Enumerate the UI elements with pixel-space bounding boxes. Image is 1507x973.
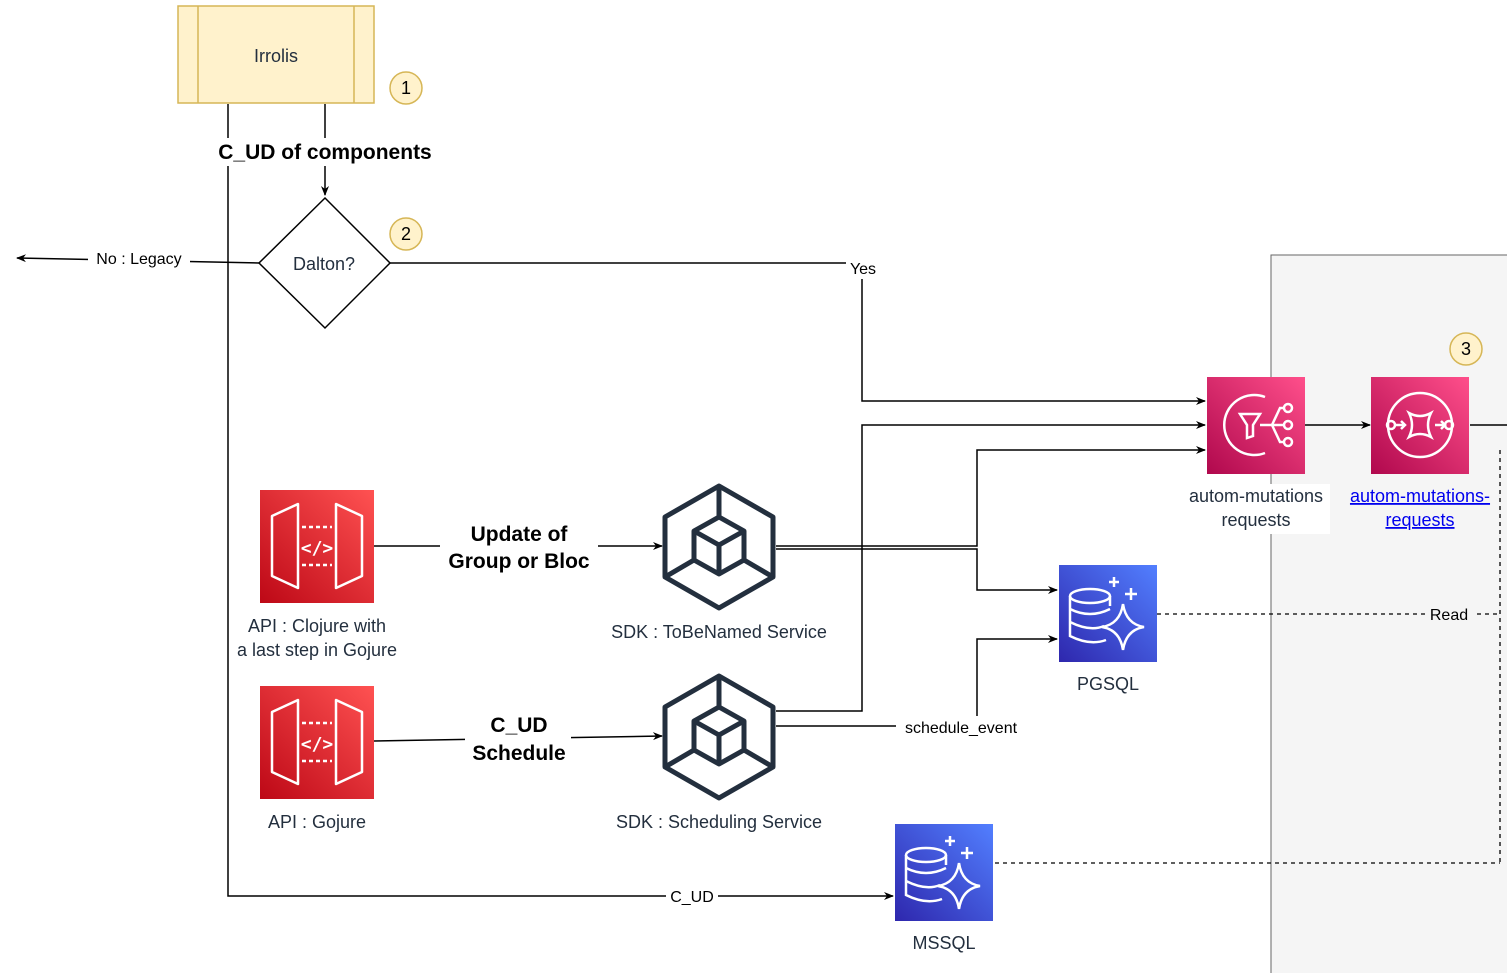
pgsql-label: PGSQL (1077, 674, 1139, 694)
mssql-node[interactable]: MSSQL (895, 824, 993, 953)
edge-sdk-scheduling-to-sns (776, 421, 1206, 712)
sdk-tobenamed-label: SDK : ToBeNamed Service (611, 622, 827, 642)
sdk-scheduling-node[interactable]: SDK : Scheduling Service (616, 673, 822, 832)
database-icon (1059, 565, 1157, 662)
sdk-scheduling-label: SDK : Scheduling Service (616, 812, 822, 832)
badge-3: 3 (1449, 332, 1483, 366)
dashed-edges (995, 450, 1501, 864)
api-gateway-icon: </> (260, 686, 374, 799)
svg-text:2: 2 (401, 224, 411, 244)
mssql-label: MSSQL (912, 933, 975, 953)
sdk-cube-icon (662, 673, 776, 801)
sqs-label-1[interactable]: autom-mutations- (1350, 486, 1490, 506)
dalton-label: Dalton? (293, 254, 355, 274)
api-gojure-node[interactable]: </> API : Gojure (260, 686, 374, 832)
irrolis-label: Irrolis (254, 46, 298, 66)
edge-sdk-tobenamed-to-pgsql (776, 548, 1058, 594)
label-read: Read (1430, 607, 1468, 624)
api-clojure-label-1: API : Clojure with (248, 616, 386, 636)
svg-text:1: 1 (401, 78, 411, 98)
api-gojure-label: API : Gojure (268, 812, 366, 832)
sns-topic-node[interactable]: autom-mutations requests (1180, 377, 1330, 534)
label-c-ud-components: C_UD of components (218, 141, 432, 164)
sqs-queue-icon (1371, 377, 1469, 474)
label-c-ud-schedule-2: Schedule (472, 742, 565, 765)
label-schedule-event: schedule_event (905, 720, 1018, 737)
badge-1: 1 (389, 71, 423, 105)
sns-label-2: requests (1221, 510, 1290, 530)
badge-2: 2 (389, 217, 423, 251)
svg-text:3: 3 (1461, 339, 1471, 359)
label-update-group-1: Update of (471, 523, 569, 546)
sqs-label-2[interactable]: requests (1385, 510, 1454, 530)
sns-label-1: autom-mutations (1189, 486, 1323, 506)
sns-topic-icon (1207, 377, 1305, 474)
edge-sdk-tobenamed-to-sns (776, 446, 1206, 547)
sdk-tobenamed-node[interactable]: SDK : ToBeNamed Service (611, 483, 827, 642)
database-icon (895, 824, 993, 921)
svg-text:</>: </> (301, 538, 334, 559)
label-c-ud-schedule-1: C_UD (490, 714, 547, 737)
edge-dalton-yes (390, 262, 1206, 405)
pgsql-node[interactable]: PGSQL (1059, 565, 1157, 694)
sqs-queue-node[interactable]: autom-mutations- requests (1350, 377, 1490, 530)
label-no-legacy: No : Legacy (96, 251, 181, 268)
label-yes: Yes (850, 261, 876, 278)
api-gateway-icon: </> (260, 490, 374, 603)
label-update-group-2: Group or Bloc (448, 550, 589, 573)
svg-text:</>: </> (301, 734, 334, 755)
irrolis-node[interactable]: Irrolis (177, 5, 375, 104)
api-clojure-label-2: a last step in Gojure (237, 640, 397, 660)
dalton-decision-node[interactable]: Dalton? (257, 196, 392, 330)
api-clojure-node[interactable]: </> API : Clojure with a last step in Go… (237, 490, 397, 660)
label-c-ud: C_UD (670, 889, 714, 906)
edge-sdk-scheduling-to-pgsql (776, 635, 1058, 727)
sdk-cube-icon (662, 483, 776, 611)
